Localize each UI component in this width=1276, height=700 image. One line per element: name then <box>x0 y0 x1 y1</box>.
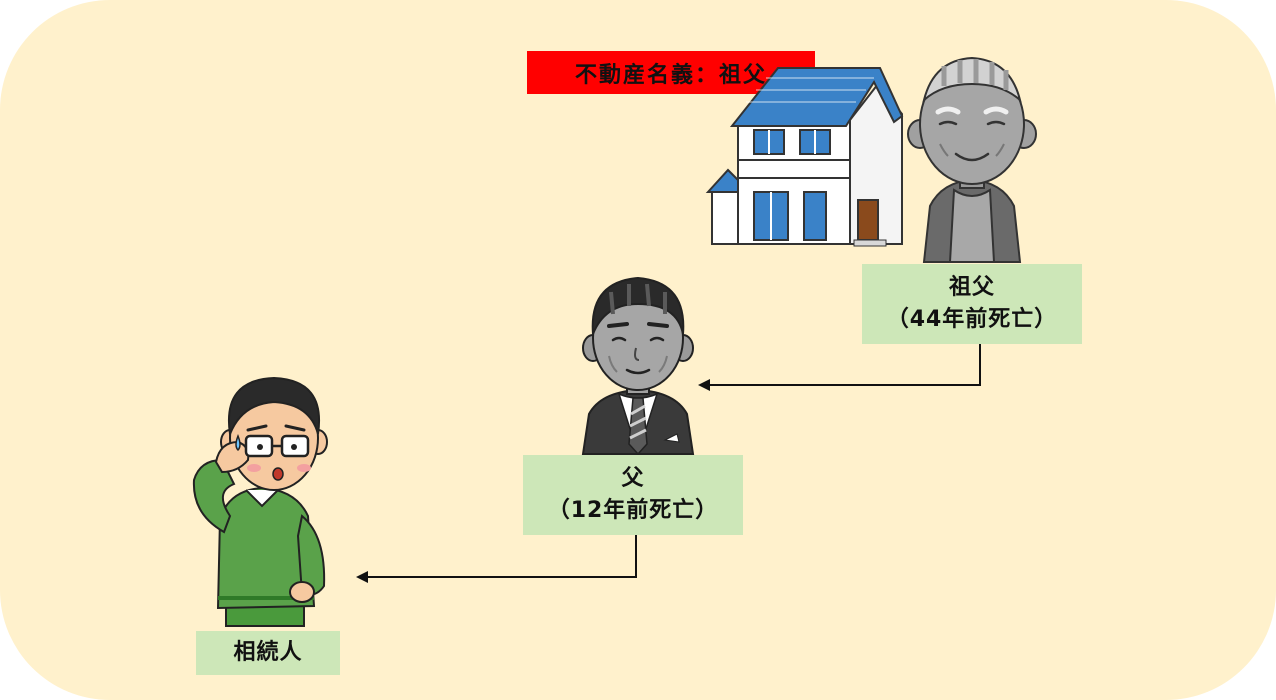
grandfather-detail: （44年前死亡） <box>886 307 1058 332</box>
arrow-father-to-heir <box>366 535 637 578</box>
father-detail: （12年前死亡） <box>547 498 719 523</box>
house-icon <box>705 67 904 247</box>
heir-label: 相続人 <box>196 631 340 675</box>
grandfather-illustration <box>907 56 1037 263</box>
father-name: 父 <box>621 466 645 491</box>
grandfather-name: 祖父 <box>948 275 995 300</box>
arrowhead-heir <box>356 571 368 583</box>
arrowhead-father <box>698 379 710 391</box>
father-illustration <box>581 276 695 457</box>
father-label: 父 （12年前死亡） <box>523 455 743 535</box>
arrow-grandfather-to-father <box>708 344 981 386</box>
heir-illustration <box>192 376 328 627</box>
heir-name: 相続人 <box>233 640 303 665</box>
grandfather-label: 祖父 （44年前死亡） <box>862 264 1082 344</box>
property-title-badge: 不動産名義：祖父 <box>527 51 815 94</box>
